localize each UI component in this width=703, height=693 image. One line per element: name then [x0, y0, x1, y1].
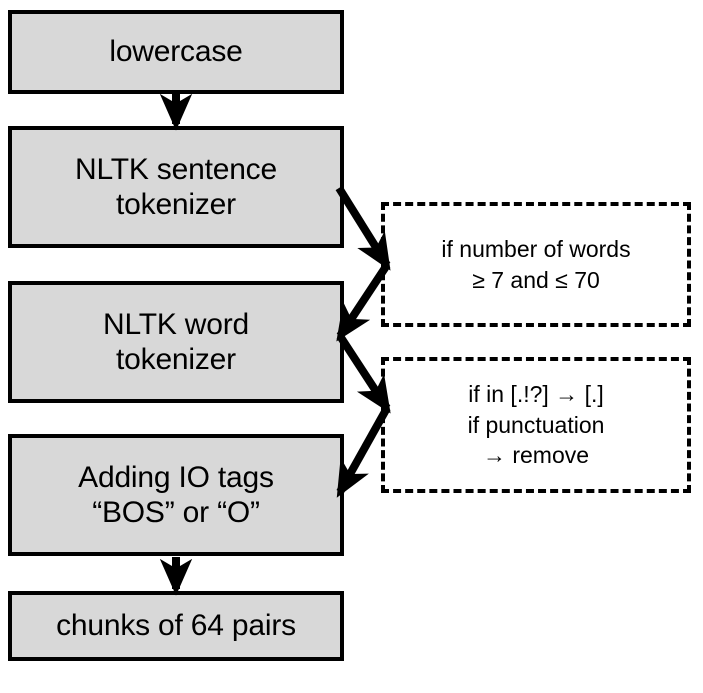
connector-word-count-filter-to-word-tokenizer — [336, 262, 391, 342]
condition-box-word-count-filter[interactable]: if number of words ≥ 7 and ≤ 70 — [381, 202, 691, 327]
process-label-line-2: tokenizer — [116, 343, 236, 376]
condition-label-line-3: → remove — [482, 442, 590, 469]
condition-box-punctuation-rules[interactable]: if in [.!?] → [.] if punctuation → remov… — [381, 357, 691, 493]
condition-label-line-2: ≥ 7 and ≤ 70 — [472, 266, 600, 293]
connector-sentence-tokenizer-to-word-count-filter — [335, 185, 391, 271]
process-label-line-1: NLTK sentence — [75, 152, 277, 186]
condition-label-line-2: if punctuation — [467, 411, 605, 438]
process-box-lowercase[interactable]: lowercase — [8, 10, 344, 94]
condition-label-line-1: if number of words — [441, 235, 631, 262]
process-box-io-tags[interactable]: Adding IO tags “BOS” or “O” — [8, 434, 344, 556]
process-box-chunks[interactable]: chunks of 64 pairs — [8, 591, 344, 661]
process-label-line-1: Adding IO tags — [78, 460, 274, 494]
connector-word-tokenizer-to-punctuation-rules — [336, 333, 391, 414]
process-label-line-1: chunks of 64 pairs — [56, 609, 296, 643]
process-box-word-tokenizer[interactable]: NLTK word tokenizer — [8, 281, 344, 403]
condition-label-line-1: if in [.!?] → [.] — [468, 381, 604, 408]
process-label-line-2: “BOS” or “O” — [92, 496, 260, 529]
process-box-sentence-tokenizer[interactable]: NLTK sentence tokenizer — [8, 126, 344, 248]
process-label-line-2: tokenizer — [116, 188, 236, 221]
process-label-line-1: NLTK word — [102, 307, 250, 341]
process-label-line-1: lowercase — [109, 35, 243, 69]
connector-punctuation-rules-to-io-tags — [336, 406, 391, 498]
